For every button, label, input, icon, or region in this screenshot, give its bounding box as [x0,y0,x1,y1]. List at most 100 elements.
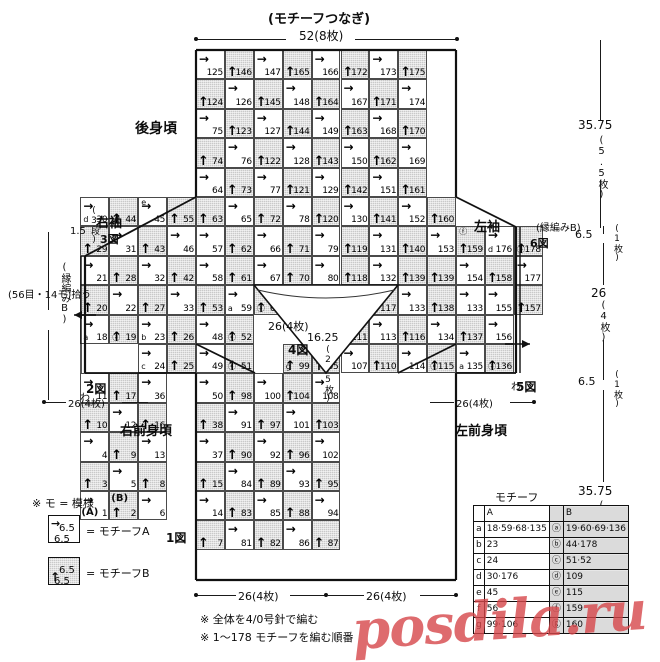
motif-number: 22 [125,303,137,314]
motif-cell: →112 [340,285,370,315]
up-arrow-icon: ↑ [226,329,238,344]
motif-number: 6 [159,509,166,520]
up-arrow-icon: ↑ [342,65,354,80]
motif-cell: →36 [138,373,168,403]
motif-cell: ↑170 [398,108,428,139]
motif-cell: ↑97 [253,402,283,433]
up-arrow-icon: ↑ [371,153,383,168]
motif-number: 2 [130,509,137,520]
motif-cell: ↑2 [109,491,139,521]
motif-number: 155 [495,303,513,314]
motif-number: 120 [322,215,339,226]
label-cuff-top: 6.5 [575,228,593,241]
motif-number: 135 [466,362,484,373]
legend-a-height: 6.5 [54,534,70,545]
motif-cell: ↑98 [224,373,254,403]
motif-number: 37 [212,450,223,461]
motif-cell: →79 [311,226,341,256]
motif-cell: →22 [109,285,139,315]
motif-cell: ↑118 [340,255,370,286]
motif-cell: →14 [196,491,225,521]
right-arrow-icon: → [285,287,296,302]
motif-number: 121 [293,185,310,196]
right-arrow-icon: → [227,463,238,478]
motif-number: 132 [380,274,397,285]
right-arrow-icon: → [227,404,238,419]
up-arrow-icon: ↑ [226,241,238,256]
motif-cell: →153 [427,226,457,256]
right-arrow-icon: → [256,52,267,66]
label-left-front: 左前身頃 [455,424,508,439]
table-cell: ⓒ [548,553,564,570]
up-arrow-icon: ↑ [487,359,498,374]
right-arrow-icon: → [430,228,441,243]
motif-cell: →129 [311,167,341,197]
note-line-1: ※ 全体を4/0号針で編む [200,613,319,626]
motif-number: 124 [206,97,224,108]
motif-cell: ↑121 [282,167,312,197]
up-arrow-icon: ↑ [313,153,325,168]
table-cell: g [473,617,485,634]
legend-swatch-a: → [48,515,80,543]
right-arrow-icon: → [488,316,499,331]
up-arrow-icon: ↑ [198,94,209,109]
up-arrow-icon: ↑ [400,65,412,80]
table-cell: 44·178 [562,537,629,554]
right-arrow-icon: → [314,375,325,390]
motif-key-marker: g [285,362,291,372]
motif-cell: →67 [253,255,283,286]
label-rows-1-5: 1.5 [70,226,86,237]
motif-cell: ↑142 [340,167,370,197]
label-fig4: 4図 [288,343,309,357]
motif-cell: →65 [224,197,254,227]
right-arrow-icon: → [343,81,354,96]
motif-cell: ↑95 [311,461,341,491]
motif-number: 74 [212,156,223,167]
up-arrow-icon: ↑ [400,182,412,197]
up-arrow-icon: ↑ [371,94,383,109]
motif-number: 126 [235,97,253,108]
motif-number: 77 [269,185,281,196]
table-cell: 160 [562,617,629,634]
right-arrow-icon: → [459,346,470,360]
motif-cell: →6 [138,491,168,521]
label-left-sleeve: 左袖 [474,220,501,235]
motif-number: 150 [351,156,368,167]
motif-key-marker: ⓐ [314,303,323,313]
motif-number: 16 [154,421,166,432]
motif-table-header [548,505,564,522]
motif-cell: ↑119 [340,226,370,256]
motif-cell: ↑10 [80,402,110,433]
motif-cell: →156 [485,314,514,344]
motif-number: 102 [322,450,339,461]
table-cell: 56 [483,601,550,618]
motif-number: 169 [408,156,426,167]
motif-number: 111 [351,332,368,343]
motif-cell: →76 [224,138,254,168]
motif-cell: ↑88 [282,491,312,521]
up-arrow-icon: ↑ [313,94,325,109]
table-cell: 30·176 [483,569,550,586]
motif-cell: →166 [311,50,341,80]
motif-key-marker: c [141,362,146,372]
up-arrow-icon: ↑ [111,329,123,344]
table-cell: ⓐ [548,521,564,538]
motif-number: 125 [206,68,224,79]
motif-cell: ↑26 [167,314,196,344]
right-arrow-icon: → [199,346,210,360]
motif-cell: ↑145 [253,79,283,109]
right-arrow-icon: → [430,316,441,331]
motif-number: 151 [380,185,397,196]
motif-cell: ↑63 [196,197,225,227]
motif-cell: ↑116 [398,314,428,344]
motif-cell: →167 [340,79,370,109]
motif-number: 88 [298,509,310,520]
label-fig5: 5図 [516,380,537,394]
up-arrow-icon: ↑ [82,476,94,491]
motif-number: 174 [408,97,426,108]
up-arrow-icon: ↑ [111,447,123,462]
motif-number: 85 [269,509,281,520]
